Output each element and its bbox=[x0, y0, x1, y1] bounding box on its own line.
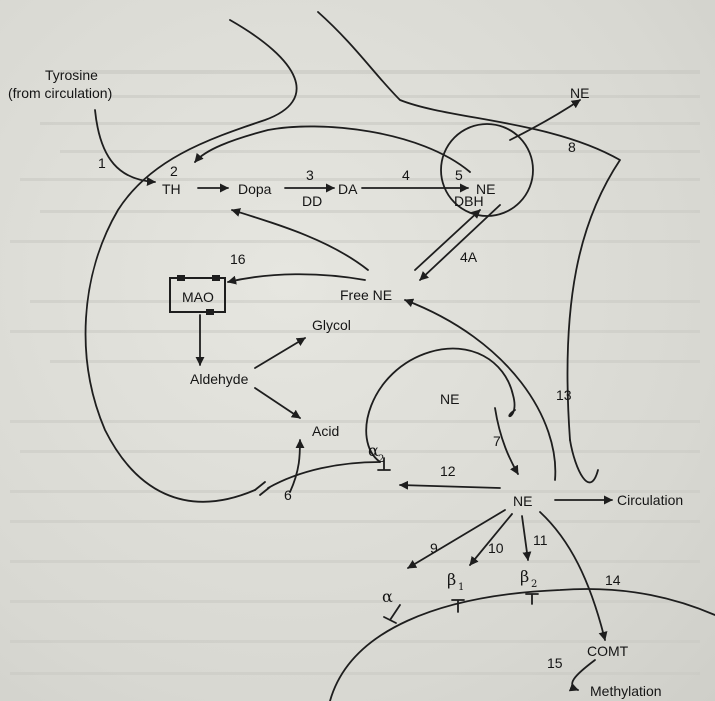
step-7: 7 bbox=[493, 433, 501, 449]
membranes bbox=[84, 11, 715, 701]
beta2-receptor-mark bbox=[525, 593, 539, 605]
presynaptic-membrane-right bbox=[317, 11, 621, 441]
arrow-6-efflux bbox=[289, 439, 305, 493]
step-1: 1 bbox=[98, 155, 106, 171]
arrow-10-beta1 bbox=[469, 513, 513, 566]
membrane-gap-lines bbox=[254, 461, 381, 496]
presynaptic-membrane-left bbox=[84, 19, 298, 503]
reuptake-invagination bbox=[365, 347, 516, 463]
step-4a: 4A bbox=[460, 249, 478, 265]
label-tyrosine: Tyrosine bbox=[45, 67, 98, 83]
label-acid: Acid bbox=[312, 423, 339, 439]
label-free-ne: Free NE bbox=[340, 287, 392, 303]
label-ne-terminal: NE bbox=[440, 391, 459, 407]
label-aldehyde: Aldehyde bbox=[190, 371, 249, 387]
arrow-7-release bbox=[494, 407, 519, 475]
step-14: 14 bbox=[605, 572, 621, 588]
mao-mitochondrion bbox=[169, 275, 226, 315]
label-dd: DD bbox=[302, 193, 322, 209]
step-9: 9 bbox=[430, 540, 438, 556]
label-beta1-subscript: 1 bbox=[458, 582, 464, 593]
arrow-free-to-vesicle bbox=[414, 209, 481, 271]
label-from-circulation: (from circulation) bbox=[8, 85, 112, 101]
alpha2-receptor-mark bbox=[377, 457, 391, 471]
arrow-aldehyde-acid bbox=[254, 387, 301, 419]
step-12: 12 bbox=[440, 463, 456, 479]
label-alpha2-subscript: 2 bbox=[378, 454, 384, 465]
arrow-9-alpha bbox=[407, 509, 506, 569]
step-5: 5 bbox=[455, 167, 463, 183]
arrow-tyrosine-uptake bbox=[94, 109, 156, 187]
arrow-15-methylation bbox=[568, 659, 596, 692]
label-glycol: Glycol bbox=[312, 317, 351, 333]
presynaptic-membrane-tail bbox=[569, 439, 599, 484]
step-15: 15 bbox=[547, 655, 563, 671]
pathway-arrows bbox=[94, 99, 613, 692]
step-16: 16 bbox=[230, 251, 246, 267]
arrow-14-comt bbox=[539, 511, 608, 641]
label-methylation: Methylation bbox=[590, 683, 662, 699]
arrow-13-reuptake bbox=[404, 298, 557, 481]
arrow-16-free-to-mao bbox=[227, 273, 366, 285]
arrow-8-release bbox=[509, 99, 581, 141]
beta1-receptor-mark bbox=[451, 599, 465, 613]
arrow-vesicle-to-free bbox=[419, 204, 501, 281]
label-beta2-subscript: 2 bbox=[531, 579, 537, 590]
arrow-free-to-th bbox=[231, 208, 369, 271]
step-11: 11 bbox=[533, 532, 548, 548]
label-ne-top: NE bbox=[570, 85, 589, 101]
arrow-aldehyde-glycol bbox=[254, 337, 306, 369]
step-6: 6 bbox=[284, 487, 292, 503]
alpha-receptor-mark bbox=[383, 604, 401, 624]
arrow-11-beta2 bbox=[521, 515, 532, 561]
label-dbh: DBH bbox=[454, 193, 484, 209]
label-mao: MAO bbox=[182, 289, 214, 305]
postsynaptic-membrane bbox=[329, 588, 715, 701]
arrow-12-alpha2 bbox=[399, 480, 501, 490]
label-ne-vesicle: NE bbox=[476, 181, 495, 197]
label-dopa: Dopa bbox=[238, 181, 272, 197]
step-13: 13 bbox=[556, 387, 572, 403]
label-alpha2: α bbox=[368, 441, 379, 460]
arrow-2-feedback bbox=[194, 125, 471, 173]
label-ne-cleft: NE bbox=[513, 493, 532, 509]
label-circulation: Circulation bbox=[617, 492, 683, 508]
label-da: DA bbox=[338, 181, 358, 197]
label-th: TH bbox=[162, 181, 181, 197]
step-4: 4 bbox=[402, 167, 410, 183]
molecule-labels: Tyrosine (from circulation) TH Dopa DD D… bbox=[8, 67, 683, 699]
label-comt: COMT bbox=[587, 643, 629, 659]
label-beta2: β bbox=[520, 567, 529, 586]
step-10: 10 bbox=[488, 540, 504, 556]
label-beta1: β bbox=[447, 570, 456, 589]
label-alpha: α bbox=[382, 587, 393, 606]
step-numbers: 1 2 3 4 5 8 4A 16 13 7 12 6 9 10 11 14 1… bbox=[98, 139, 621, 671]
step-8: 8 bbox=[568, 139, 576, 155]
bleed-through-texture bbox=[10, 70, 700, 675]
step-3: 3 bbox=[306, 167, 314, 183]
step-2: 2 bbox=[170, 163, 178, 179]
receptor-labels: α 2 α β 1 β 2 bbox=[368, 441, 537, 606]
